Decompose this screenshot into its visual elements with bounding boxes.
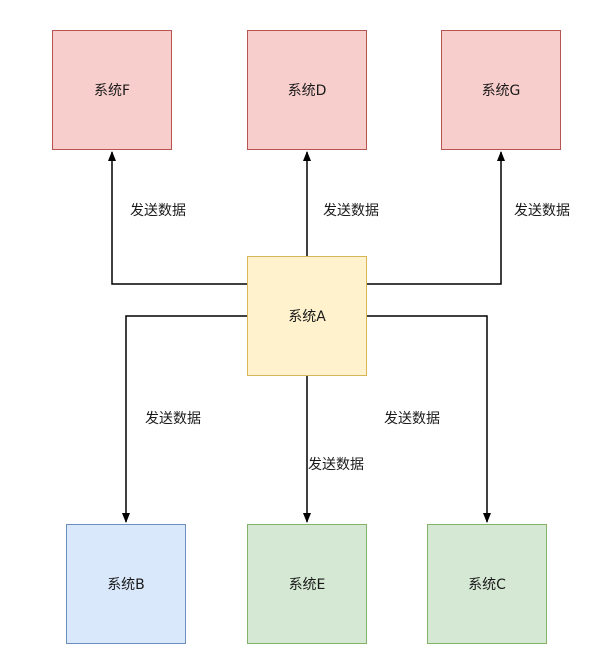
edge-label-to-e: 发送数据 bbox=[308, 457, 364, 473]
node-label: 系统D bbox=[287, 83, 327, 99]
node-system-c[interactable]: 系统C bbox=[427, 524, 547, 644]
node-label: 系统E bbox=[288, 577, 326, 593]
node-system-f[interactable]: 系统F bbox=[52, 30, 172, 150]
edge-label-to-d: 发送数据 bbox=[323, 203, 379, 219]
node-system-b[interactable]: 系统B bbox=[66, 524, 186, 644]
edge-a-to-b bbox=[122, 315, 247, 523]
node-system-d[interactable]: 系统D bbox=[247, 30, 367, 150]
node-label: 系统F bbox=[93, 83, 131, 99]
edge-label-to-g: 发送数据 bbox=[514, 203, 570, 219]
node-label: 系统B bbox=[107, 577, 145, 593]
edge-a-to-g bbox=[367, 151, 505, 285]
edge-label-to-b: 发送数据 bbox=[145, 411, 201, 427]
node-label: 系统G bbox=[481, 83, 521, 99]
edge-label-to-f: 发送数据 bbox=[130, 203, 186, 219]
edge-a-to-c bbox=[367, 315, 491, 523]
edge-a-to-f bbox=[108, 151, 247, 285]
node-label: 系统C bbox=[468, 577, 506, 593]
node-label: 系统A bbox=[288, 309, 326, 325]
node-system-e[interactable]: 系统E bbox=[247, 524, 367, 644]
edge-label-to-c: 发送数据 bbox=[384, 411, 440, 427]
node-system-a[interactable]: 系统A bbox=[247, 256, 367, 376]
node-system-g[interactable]: 系统G bbox=[441, 30, 561, 150]
